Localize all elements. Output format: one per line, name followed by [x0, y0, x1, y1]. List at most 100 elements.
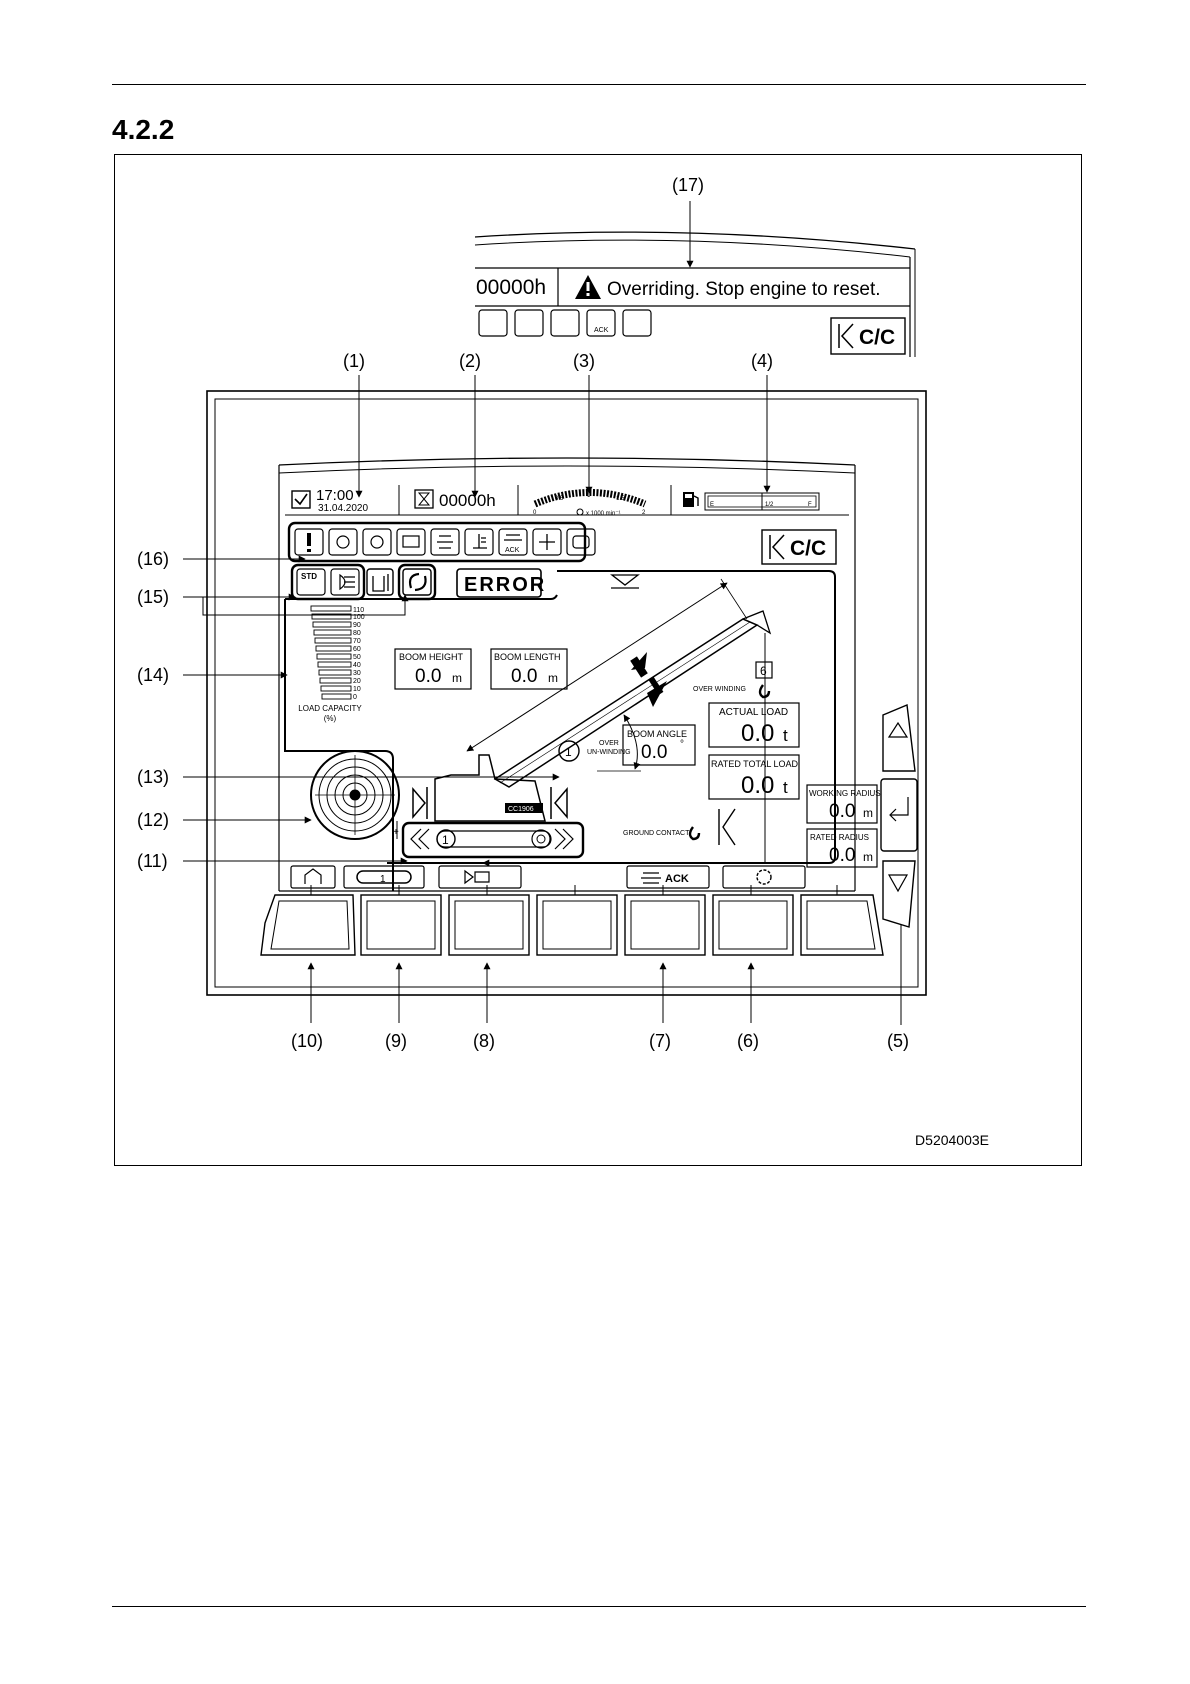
gear-icon	[756, 869, 772, 885]
callout-9: (9)	[385, 1031, 407, 1051]
rpm-tick-2: 1	[587, 493, 591, 499]
rpm-tick-4: 2	[642, 510, 646, 516]
hardware-key-blank[interactable]	[536, 894, 618, 956]
actual-load-value: 0.0	[741, 720, 774, 747]
track-indicator: 1	[401, 821, 765, 867]
swing-lock-icon	[408, 572, 427, 592]
regeneration-icon	[504, 534, 522, 541]
engine-check-icon	[572, 535, 590, 549]
boom-height-value: 0.0	[415, 666, 441, 687]
rated-radius-box: RATED RADIUS 0.0 m	[806, 828, 878, 868]
inset-warning-message: Overriding. Stop engine to reset.	[607, 279, 881, 300]
rated-total-load-unit: t	[783, 778, 788, 797]
inset-ack-label: ACK	[594, 327, 609, 334]
load-capacity-unit: (%)	[324, 714, 337, 723]
mode-label: C/C	[790, 537, 826, 560]
rated-radius-unit: m	[863, 850, 873, 864]
hardware-key-9[interactable]	[360, 894, 442, 956]
callout-16: (16)	[137, 549, 169, 569]
display-operating-hours: 00000h	[439, 491, 496, 510]
working-radius-unit: m	[863, 806, 873, 820]
over-label: OVER	[599, 740, 619, 747]
load-scale-0: 0	[353, 694, 357, 701]
headlight-icon	[339, 573, 355, 591]
inset-hours: 00000h	[476, 276, 546, 299]
bottom-rule	[112, 1606, 1086, 1607]
regeneration-ack-button[interactable]	[626, 865, 710, 889]
rpm-unit: x 1000 min⁻¹	[586, 511, 621, 517]
falls-count-box	[755, 661, 773, 679]
boom-angle-label: BOOM ANGLE	[627, 729, 687, 739]
callout-14: (14)	[137, 665, 169, 685]
callout-2: (2)	[459, 351, 481, 371]
hardware-key-8[interactable]	[448, 894, 530, 956]
enter-button[interactable]	[880, 778, 918, 852]
rpm-gauge: 0 0.5 1 1.5 2 x 1000 min⁻¹	[533, 489, 647, 517]
hardware-key-10[interactable]	[260, 894, 356, 956]
fuel-tick-half: 1/2	[765, 502, 774, 508]
boom-angle-unit: °	[680, 739, 684, 750]
figure-document-id: D5204003E	[915, 1132, 989, 1148]
load-capacity-label: LOAD CAPACITY	[298, 704, 362, 713]
model-label: CC1906	[508, 806, 534, 813]
clock-check-icon	[291, 490, 311, 509]
warning-triangle-icon	[575, 275, 601, 299]
load-capacity-scale: 110 100 90 80 70 60 50 40 30 20 10 0	[353, 607, 365, 701]
crawler-button[interactable]	[343, 865, 425, 889]
battery-icon	[402, 535, 420, 548]
actual-load-label: ACTUAL LOAD	[719, 707, 788, 718]
hardware-key-right[interactable]	[800, 894, 884, 956]
load-scale-60: 60	[353, 646, 361, 653]
rated-total-load-label: RATED TOTAL LOAD	[711, 759, 799, 769]
rpm-tick-0: 0	[533, 510, 537, 516]
section-heading: 4.2.2	[112, 114, 175, 145]
over-winding-hook-icon	[758, 684, 771, 699]
callout-7: (7)	[649, 1031, 671, 1051]
ground-contact-hook-icon	[688, 826, 701, 841]
callout-15: (15)	[137, 587, 169, 607]
working-radius-value: 0.0	[829, 801, 855, 822]
display-date: 31.04.2020	[318, 503, 368, 514]
winch-number-circle	[558, 740, 580, 762]
boom-height-unit: m	[452, 671, 462, 685]
end-stop-icon	[718, 808, 736, 846]
ground-contact-label: GROUND CONTACT	[623, 830, 690, 837]
scroll-up-button[interactable]	[882, 703, 916, 772]
actual-load-unit: t	[783, 726, 788, 745]
crane-graphic: 6 OVER WINDING OVER UN-WINDING 1 CC1906 …	[393, 574, 773, 863]
hardware-key-7[interactable]	[624, 894, 706, 956]
camera-button[interactable]	[438, 865, 522, 889]
device-bezel	[206, 390, 927, 996]
callout-17: (17)	[672, 175, 704, 195]
hardware-key-6[interactable]	[712, 894, 794, 956]
boom-angle-value: 0.0	[641, 742, 667, 763]
boom-length-label: BOOM LENGTH	[494, 652, 561, 662]
regeneration-ack-label: ACK	[505, 547, 520, 554]
callout-1: (1)	[343, 351, 365, 371]
camera-icon	[464, 869, 490, 885]
load-scale-90: 90	[353, 622, 361, 629]
status-icon-row: STD ERROR	[285, 563, 558, 601]
settings-button[interactable]	[722, 865, 806, 889]
callout-10: (10)	[291, 1031, 323, 1051]
boom-length-value: 0.0	[511, 666, 537, 687]
load-scale-30: 30	[353, 670, 361, 677]
exhaust-temperature-icon	[539, 534, 555, 550]
load-scale-10: 10	[353, 686, 361, 693]
load-capacity-bargraph	[310, 605, 352, 700]
top-rule	[112, 84, 1086, 85]
oil-pressure-icon	[336, 535, 350, 549]
home-button[interactable]	[290, 865, 336, 889]
actual-load-box: ACTUAL LOAD 0.0 t	[708, 702, 800, 748]
inset-mode-indicator: C/C	[830, 317, 906, 355]
callout-leaders	[183, 201, 902, 1025]
load-scale-100: 100	[353, 614, 365, 621]
scroll-down-button[interactable]	[882, 860, 916, 928]
boom-length-box: BOOM LENGTH 0.0 m	[490, 648, 568, 690]
callout-labels: (17) (1) (2) (3) (4) (16) (15) (14) (13)…	[137, 175, 909, 1051]
crawler-button-label: 1	[380, 874, 386, 885]
figure-frame: 00000h Overriding. Stop engine to reset.…	[114, 154, 1082, 1166]
crawler-icon	[356, 870, 412, 884]
rpm-tick-3: 1.5	[616, 496, 625, 502]
fuel-pump-icon	[683, 492, 699, 507]
